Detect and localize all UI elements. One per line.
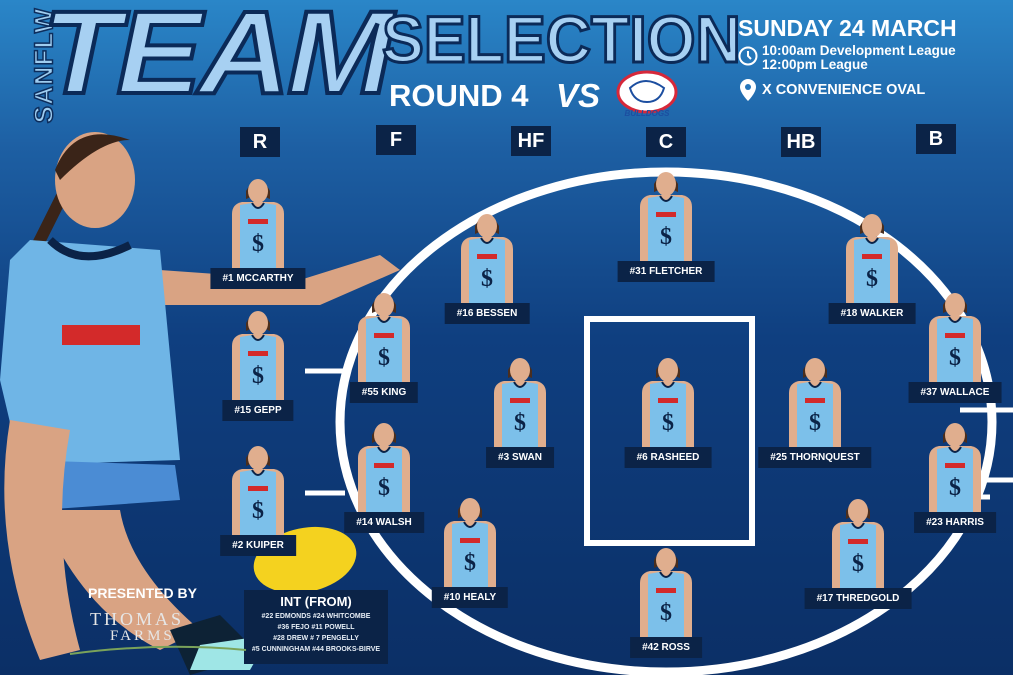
player-name: #18 WALKER [828,303,916,324]
player-photo: $ [444,498,496,588]
interchange-line: #5 CUNNINGHAM #44 BROOKS-BIRVE [251,646,381,653]
player-photo: $ [640,172,692,262]
player-card: $ #15 GEPP [193,301,323,421]
svg-text:$: $ [852,551,864,577]
match-times: 10:00am Development League 12:00pm Leagu… [762,44,956,72]
interchange-line: #28 DREW # 7 PENGELLY [273,635,359,642]
svg-text:$: $ [949,475,961,501]
player-photo: $ [358,423,410,513]
interchange-title: INT (FROM) [280,594,352,609]
position-header-r: R [240,127,280,157]
opponent-logo [616,70,678,114]
player-name: #17 THREDGOLD [804,588,912,609]
player-name: #31 FLETCHER [617,261,715,282]
title-team: TEAM [40,0,396,119]
player-card: $ #16 BESSEN [422,204,552,324]
player-name: #37 WALLACE [908,382,1002,403]
svg-text:$: $ [662,410,674,436]
svg-text:$: $ [252,231,264,257]
clock-icon [738,46,758,66]
interchange-line: #22 EDMONDS #24 WHITCOMBE [261,613,371,620]
svg-text:$: $ [514,410,526,436]
player-card: $ #23 HARRIS [890,413,1013,533]
svg-text:$: $ [464,550,476,576]
player-name: #3 SWAN [486,447,554,468]
player-name: #2 KUIPER [220,535,296,556]
map-pin-icon [740,79,756,101]
player-photo: $ [642,358,694,448]
player-card: $ #17 THREDGOLD [793,489,923,609]
round-label: ROUND 4 [389,78,529,113]
svg-text:$: $ [660,224,672,250]
player-photo: $ [929,423,981,513]
svg-text:$: $ [378,345,390,371]
player-name: #6 RASHEED [624,447,712,468]
player-name: #16 BESSEN [444,303,530,324]
player-photo: $ [232,179,284,269]
player-photo: $ [929,293,981,383]
position-header-hf: HF [511,126,551,156]
sponsor-logo-swoosh [69,645,247,655]
player-card: $ #3 SWAN [455,348,585,468]
player-card: $ #2 KUIPER [193,436,323,556]
player-photo: $ [846,214,898,304]
player-name: #1 MCCARTHY [210,268,306,289]
position-header-f: F [376,125,416,155]
sponsor-logo-line-1: THOMAS [90,609,185,629]
player-name: #42 ROSS [630,637,702,658]
time-development-league: 10:00am Development League [762,43,956,58]
interchange-line: #36 FEJO #11 POWELL [277,624,355,631]
player-photo: $ [640,548,692,638]
svg-text:$: $ [949,345,961,371]
position-header-hb: HB [781,127,821,157]
player-card: $ #31 FLETCHER [601,162,731,282]
player-photo: $ [461,214,513,304]
presented-by-label: PRESENTED BY [88,585,197,601]
player-card: $ #18 WALKER [807,204,937,324]
player-photo: $ [494,358,546,448]
player-name: #55 KING [349,382,419,403]
player-photo: $ [232,446,284,536]
featured-player-image [0,132,400,675]
title-selection: SELECTION [381,2,743,76]
svg-text:$: $ [481,266,493,292]
player-card: $ #6 RASHEED [603,348,733,468]
player-card: $ #37 WALLACE [890,283,1013,403]
match-date: SUNDAY 24 MARCH [738,15,957,41]
svg-text:$: $ [378,475,390,501]
vs-label: VS [556,77,601,114]
player-name: #25 THORNQUEST [758,447,872,468]
time-league: 12:00pm League [762,57,868,72]
svg-text:$: $ [809,410,821,436]
player-name: #15 GEPP [222,400,294,421]
svg-text:$: $ [252,498,264,524]
svg-text:$: $ [866,266,878,292]
venue: X CONVENIENCE OVAL [762,82,926,98]
player-name: #23 HARRIS [914,512,996,533]
player-card: $ #25 THORNQUEST [750,348,880,468]
player-card: $ #42 ROSS [601,538,731,658]
player-photo: $ [358,293,410,383]
player-card: $ #10 HEALY [405,488,535,608]
svg-text:$: $ [660,600,672,626]
opponent-logo-text: BULLDOGS [624,109,670,118]
player-photo: $ [789,358,841,448]
interchange-box: INT (FROM) #22 EDMONDS #24 WHITCOMBE #36… [244,590,388,664]
player-photo: $ [232,311,284,401]
svg-text:$: $ [252,363,264,389]
player-name: #14 WALSH [344,512,424,533]
player-name: #10 HEALY [431,587,509,608]
position-header-b: B [916,124,956,154]
player-photo: $ [832,499,884,589]
player-card: $ #14 WALSH [319,413,449,533]
position-header-c: C [646,127,686,157]
player-card: $ #1 MCCARTHY [193,169,323,289]
player-card: $ #55 KING [319,283,449,403]
sponsor-logo-line-2: FARMS [110,628,175,644]
